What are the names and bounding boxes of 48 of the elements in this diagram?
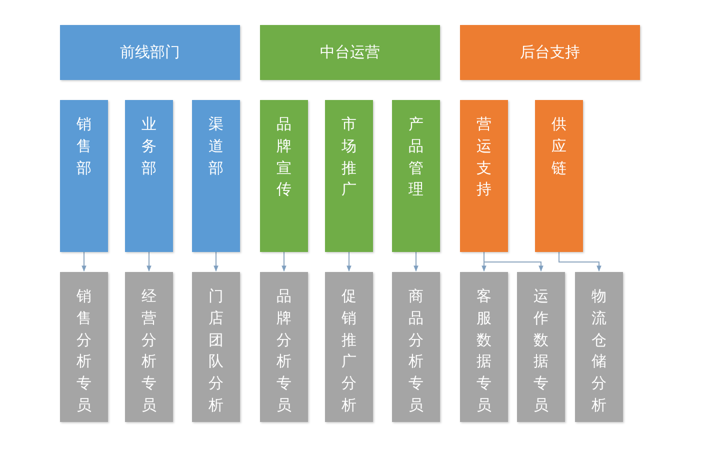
vertical-label: 运作数据专员 bbox=[534, 286, 548, 416]
arrow bbox=[146, 252, 152, 272]
arrow bbox=[484, 252, 544, 272]
department-header bbox=[60, 25, 240, 80]
vertical-label: 销售分析专员 bbox=[76, 286, 92, 416]
arrow bbox=[82, 252, 86, 272]
role-box bbox=[192, 272, 240, 422]
header-label: 中台运营 bbox=[320, 43, 380, 62]
vertical-label: 供应链 bbox=[552, 114, 566, 178]
department-header bbox=[260, 25, 440, 80]
department-box bbox=[392, 100, 440, 252]
vertical-label: 客服数据专员 bbox=[476, 286, 492, 416]
department-box bbox=[535, 100, 583, 252]
header-label: 前线部门 bbox=[120, 43, 180, 62]
vertical-label: 市场推广 bbox=[342, 114, 356, 200]
arrow bbox=[414, 252, 418, 272]
vertical-label: 营运支持 bbox=[476, 114, 492, 200]
department-box bbox=[125, 100, 173, 252]
vertical-label: 促销推广分析 bbox=[342, 286, 356, 416]
department-box bbox=[460, 100, 508, 252]
vertical-label: 物流仓储分析 bbox=[592, 286, 606, 416]
vertical-label: 业务部 bbox=[142, 114, 156, 178]
role-box bbox=[392, 272, 440, 422]
role-box bbox=[517, 272, 565, 422]
role-box bbox=[60, 272, 108, 422]
vertical-label: 品牌宣传 bbox=[276, 114, 292, 200]
arrow bbox=[282, 252, 286, 272]
vertical-label: 经营分析专员 bbox=[142, 286, 156, 416]
department-box bbox=[192, 100, 240, 252]
vertical-label: 销售部 bbox=[76, 114, 92, 178]
arrow bbox=[214, 252, 218, 272]
role-box bbox=[125, 272, 173, 422]
role-box bbox=[260, 272, 308, 422]
role-box bbox=[460, 272, 508, 422]
arrow bbox=[558, 252, 602, 272]
vertical-label: 产品管理 bbox=[408, 114, 424, 200]
department-box bbox=[325, 100, 373, 252]
vertical-label: 渠道部 bbox=[208, 114, 224, 178]
vertical-label: 品牌分析专员 bbox=[276, 286, 292, 416]
department-header bbox=[460, 25, 640, 80]
arrow bbox=[346, 252, 352, 272]
vertical-label: 门店团队分析 bbox=[208, 286, 224, 416]
role-box bbox=[575, 272, 623, 422]
department-box bbox=[60, 100, 108, 252]
vertical-label: 商品分析专员 bbox=[408, 286, 424, 416]
department-box bbox=[260, 100, 308, 252]
header-label: 后台支持 bbox=[520, 43, 580, 62]
role-box bbox=[325, 272, 373, 422]
